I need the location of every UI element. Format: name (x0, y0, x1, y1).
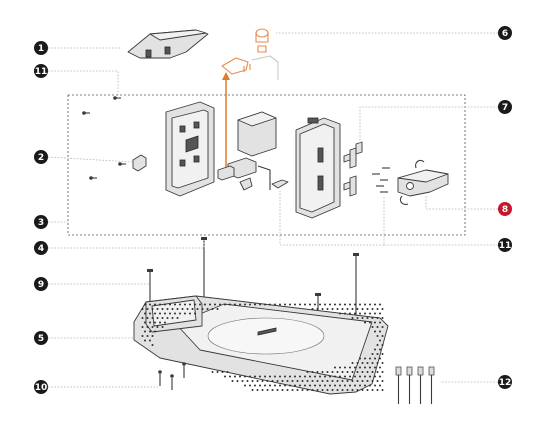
svg-text:2: 2 (38, 153, 44, 163)
part-controller-box (295, 117, 341, 219)
svg-text:6: 6 (502, 29, 508, 39)
part-base-tray (133, 295, 389, 395)
orange-knob (255, 28, 269, 38)
callout-1: 1 (34, 41, 48, 55)
assembly-arrow (222, 72, 230, 170)
part-pins (395, 366, 435, 404)
part-brackets (343, 141, 363, 197)
svg-text:9: 9 (38, 280, 44, 290)
svg-text:5: 5 (38, 334, 44, 344)
part-small-clips (239, 177, 289, 191)
svg-text:4: 4 (38, 244, 44, 254)
part-small-connector (132, 154, 147, 172)
callout-5: 5 (34, 331, 48, 345)
callout-6: 6 (498, 26, 512, 40)
screws-right (372, 167, 390, 193)
callout-12: 12 (498, 375, 512, 389)
callout-9: 9 (34, 277, 48, 291)
svg-text:11: 11 (35, 67, 48, 77)
callout-3: 3 (34, 215, 48, 229)
callout-11-bottom: 11 (498, 238, 512, 252)
svg-text:1: 1 (38, 44, 44, 54)
screws-left (82, 96, 126, 180)
callout-7: 7 (498, 100, 512, 114)
svg-text:8: 8 (502, 205, 508, 215)
callout-10: 10 (34, 380, 48, 394)
callout-11-top: 11 (34, 64, 48, 78)
part-central-module (217, 111, 277, 190)
svg-text:11: 11 (499, 241, 512, 251)
screws-bottom (158, 362, 186, 390)
svg-text:3: 3 (38, 218, 44, 228)
svg-text:10: 10 (35, 383, 48, 393)
callout-2: 2 (34, 150, 48, 164)
callout-4: 4 (34, 241, 48, 255)
leader-lines (47, 32, 498, 388)
assembly-group-box (67, 94, 466, 236)
svg-text:12: 12 (499, 378, 512, 388)
part-top-cover (127, 29, 209, 59)
part-handle (397, 159, 449, 205)
part-highlighted-mount (221, 28, 279, 80)
part-back-plate (165, 101, 215, 197)
svg-text:7: 7 (502, 103, 508, 113)
base-perforation-pattern (141, 303, 384, 391)
callout-8: 8 (498, 202, 512, 216)
